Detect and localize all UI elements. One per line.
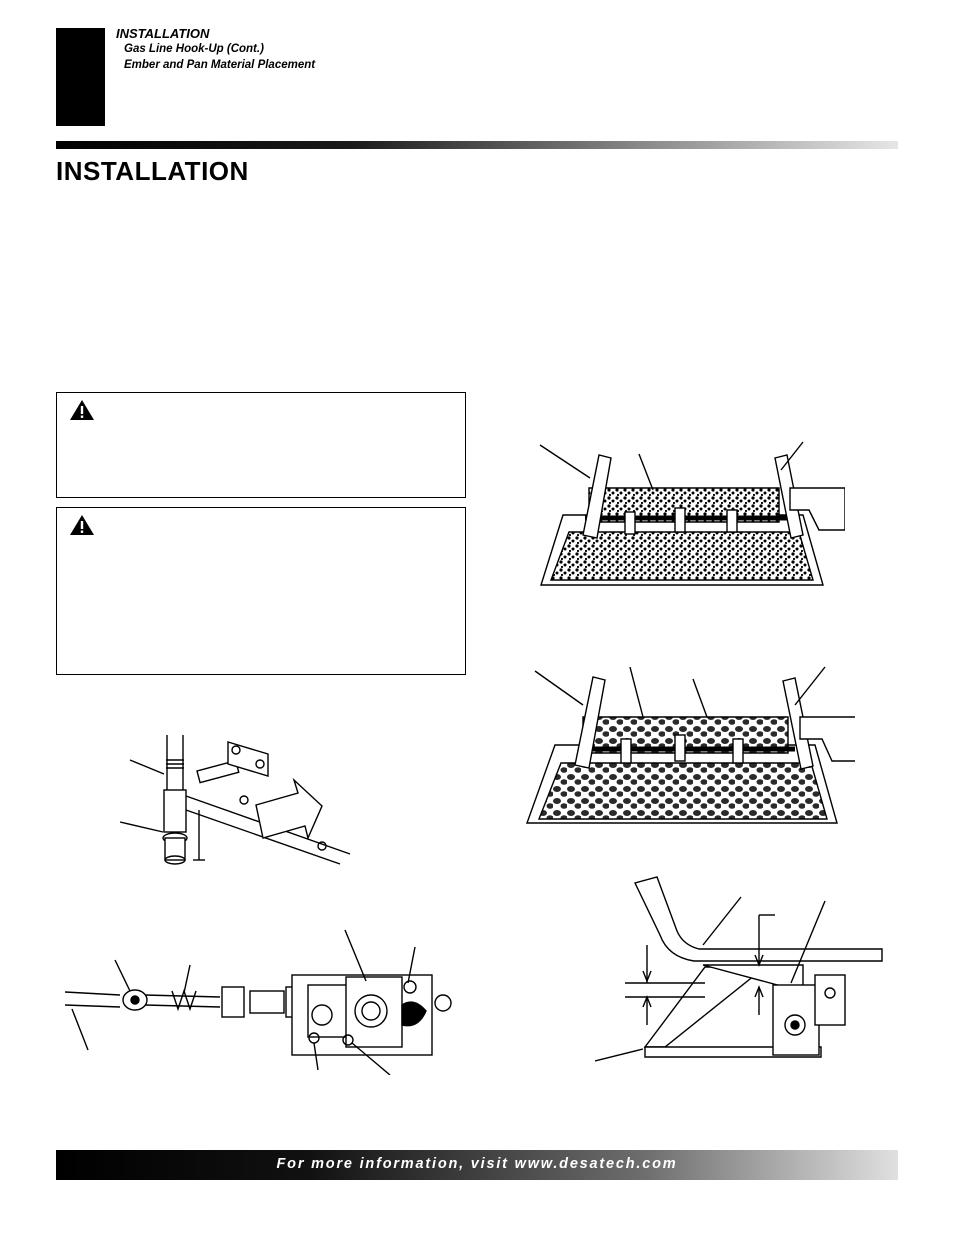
footer-website-text: For more information, visit www.desatech… <box>276 1156 678 1172</box>
subtopic-1: Gas Line Hook-Up (Cont.) <box>124 43 264 55</box>
section-tab-block <box>56 28 105 126</box>
page-title: INSTALLATION <box>56 156 249 186</box>
warning-triangle-icon <box>70 515 94 535</box>
footer-bar: For more information, visit www.desatech… <box>56 1150 898 1180</box>
gas-valve-connection-illustration <box>64 929 452 1075</box>
ember-placement-illustration <box>526 666 855 824</box>
burner-side-view-illustration <box>595 876 883 1062</box>
pan-material-placement-illustration <box>539 441 845 586</box>
sediment-trap-illustration <box>119 735 351 865</box>
section-title: INSTALLATION <box>116 26 210 41</box>
warning-triangle-icon <box>70 400 94 420</box>
header-rule <box>56 141 898 149</box>
subtopic-2: Ember and Pan Material Placement <box>124 59 316 71</box>
warning-box-1 <box>56 392 466 498</box>
warning-box-2 <box>56 507 466 675</box>
